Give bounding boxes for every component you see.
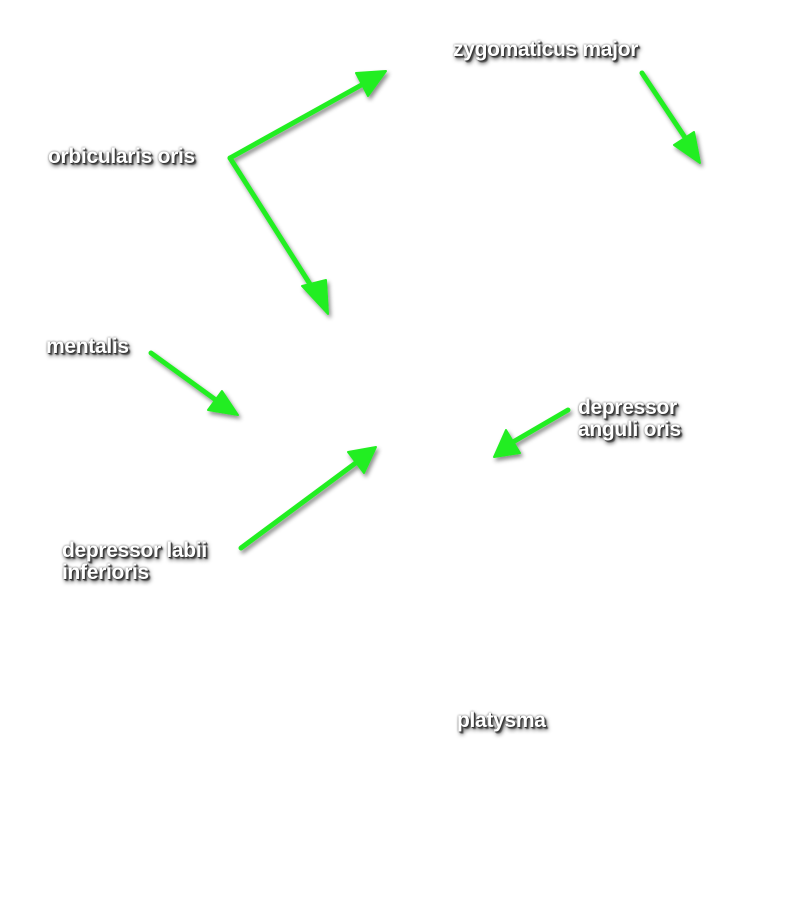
label-depressor-labii-inferioris-line-1: depressor labii: [62, 539, 207, 562]
label-mentalis: mentalis: [46, 335, 129, 358]
label-platysma: platysma: [457, 709, 546, 732]
arrow-orbicularis-oris-lower: [227, 155, 318, 295]
arrow-depressor-labii-inferioris: [238, 459, 360, 551]
label-depressor-labii-inferioris: depressor labii inferioris: [62, 540, 207, 584]
label-orbicularis-oris: orbicularis oris: [48, 145, 195, 168]
arrow-depressor-anguli-oris: [510, 407, 571, 445]
arrow-orbicularis-oris-upper: [227, 80, 368, 161]
arrowhead-depressor-anguli-oris: [493, 429, 521, 458]
label-depressor-labii-inferioris-line-2: inferioris: [62, 561, 149, 584]
arrowhead-zygomaticus-major: [673, 131, 701, 164]
label-zygomaticus-major: zygomaticus major: [453, 38, 639, 61]
label-depressor-anguli-oris-line-2: anguli oris: [578, 418, 681, 441]
arrowhead-depressor-labii-inferioris: [347, 446, 377, 474]
arrow-group: [148, 70, 701, 551]
arrowhead-mentalis: [207, 390, 239, 416]
arrow-zygomaticus-major: [639, 70, 691, 145]
arrowhead-orbicularis-oris-upper: [355, 70, 387, 97]
arrow-mentalis: [148, 350, 223, 406]
label-depressor-anguli-oris-line-1: depressor: [578, 396, 677, 419]
arrowhead-orbicularis-oris-lower: [301, 279, 329, 315]
label-depressor-anguli-oris: depressor anguli oris: [578, 397, 681, 441]
